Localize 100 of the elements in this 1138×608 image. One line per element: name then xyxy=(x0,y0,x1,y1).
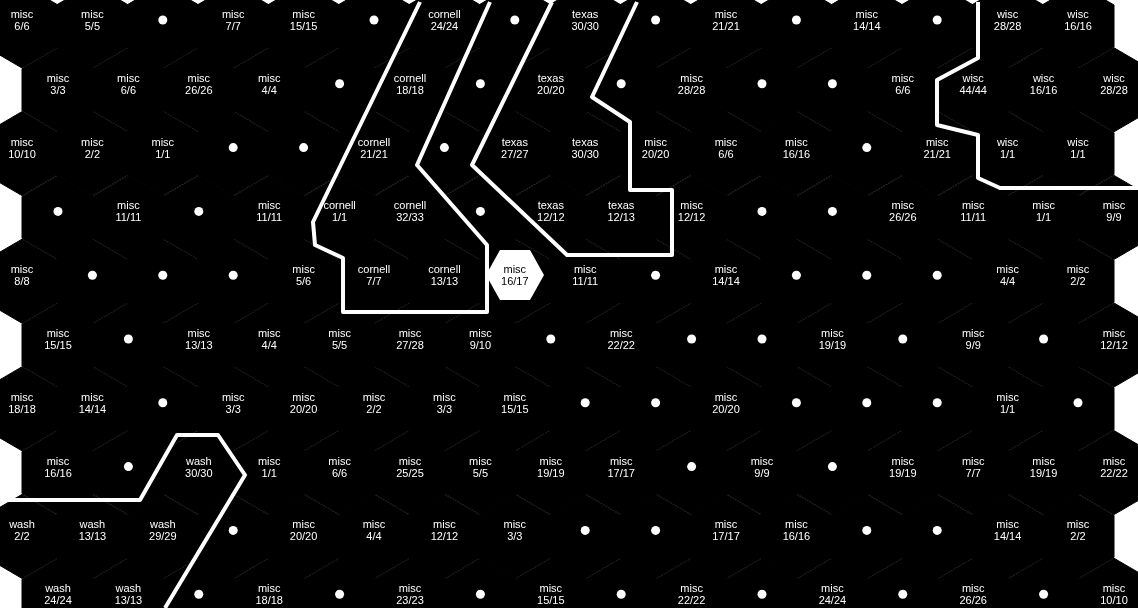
unit-label: texas 30/30 xyxy=(571,135,599,160)
unit-label: misc 23/23 xyxy=(396,582,424,607)
unit-label: wisc 1/1 xyxy=(996,135,1019,160)
unit-label: misc 22/22 xyxy=(607,327,635,351)
unit-label: misc 8/8 xyxy=(10,263,34,288)
unit-label: misc 4/4 xyxy=(257,327,281,351)
unit-label: misc 13/13 xyxy=(185,327,213,351)
unit-label: misc 17/17 xyxy=(712,518,740,543)
unit-label: misc 6/6 xyxy=(714,135,738,160)
unit-label: misc 5/5 xyxy=(81,8,104,32)
unit-label: misc 20/20 xyxy=(289,518,318,543)
unit-label: misc 2/2 xyxy=(81,135,104,160)
unit-label: misc 26/26 xyxy=(185,71,213,96)
unit-label: misc 18/18 xyxy=(8,390,36,415)
unit-label: wash 24/24 xyxy=(44,582,72,607)
unit-label: misc 24/24 xyxy=(818,582,847,607)
unit-label: texas 30/30 xyxy=(571,8,599,32)
unit-label: misc 11/11 xyxy=(960,199,987,224)
unit-label: misc 15/15 xyxy=(537,582,565,607)
unit-label: misc 14/14 xyxy=(993,518,1022,543)
unit-label: wisc 1/1 xyxy=(1067,135,1089,160)
unit-label: misc 3/3 xyxy=(433,390,456,415)
unit-label: texas 12/12 xyxy=(537,199,565,224)
unit-label: cornell 21/21 xyxy=(357,135,391,160)
unit-label: misc 12/12 xyxy=(677,199,706,224)
unit-label: wash 13/13 xyxy=(78,518,107,543)
unit-label: misc 15/15 xyxy=(44,327,72,351)
unit-label: misc 9/9 xyxy=(961,327,985,351)
unit-label: cornell 32/33 xyxy=(393,199,427,224)
unit-label: wisc 28/28 xyxy=(993,8,1022,32)
unit-label: misc 1/1 xyxy=(257,454,281,479)
unit-label: misc 10/10 xyxy=(8,135,36,160)
unit-label: misc 11/11 xyxy=(115,199,142,224)
unit-label: misc 16/17 xyxy=(501,263,529,288)
unit-label: wisc 28/28 xyxy=(1100,71,1128,96)
unit-label: misc 6/6 xyxy=(10,8,34,32)
unit-label: misc 11/11 xyxy=(572,263,599,288)
unit-label: misc 9/10 xyxy=(469,327,492,351)
unit-label: misc 25/25 xyxy=(396,454,424,479)
unit-label: misc 3/3 xyxy=(221,390,245,415)
unit-label: misc 20/20 xyxy=(641,135,670,160)
unit-label: misc 19/19 xyxy=(1029,454,1058,479)
unit-label: misc 16/16 xyxy=(782,518,811,543)
unit-label: misc 6/6 xyxy=(117,71,140,96)
unit-label: texas 12/13 xyxy=(607,199,635,224)
unit-label: misc 4/4 xyxy=(362,518,386,543)
unit-label: wisc 16/16 xyxy=(1029,71,1058,96)
unit-label: misc 26/26 xyxy=(959,582,987,607)
unit-label: misc 21/21 xyxy=(923,135,951,160)
unit-label: misc 2/2 xyxy=(362,390,386,415)
unit-label: wash 2/2 xyxy=(9,518,35,543)
unit-label: misc 9/9 xyxy=(1102,199,1126,224)
unit-label: misc 9/9 xyxy=(750,454,774,479)
unit-label: misc 21/21 xyxy=(712,8,740,32)
unit-label: misc 19/19 xyxy=(889,454,917,479)
unit-label: misc 20/20 xyxy=(289,390,318,415)
unit-label: wash 30/30 xyxy=(185,454,213,479)
unit-label: misc 10/10 xyxy=(1100,582,1128,607)
unit-label: misc 27/28 xyxy=(396,327,424,351)
unit-label: misc 6/6 xyxy=(328,454,351,479)
unit-label: misc 22/22 xyxy=(1100,454,1128,479)
unit-label: wash 13/13 xyxy=(114,582,143,607)
unit-label: misc 5/5 xyxy=(469,454,492,479)
unit-label: misc 15/15 xyxy=(501,390,529,415)
unit-label: cornell 1/1 xyxy=(323,199,356,224)
unit-label: cornell 24/24 xyxy=(428,8,461,32)
unit-label: misc 19/19 xyxy=(537,454,565,479)
unit-label: misc 1/1 xyxy=(996,390,1019,415)
unit-label: misc 14/14 xyxy=(78,390,107,415)
unit-label: misc 14/14 xyxy=(853,8,881,32)
unit-label: wash 29/29 xyxy=(149,518,177,543)
unit-label: misc 16/16 xyxy=(782,135,811,160)
unit-label: misc 18/18 xyxy=(255,582,283,607)
unit-label: misc 7/7 xyxy=(221,8,245,32)
unit-label: misc 12/12 xyxy=(430,518,459,543)
unit-label: misc 3/3 xyxy=(503,518,527,543)
unit-label: misc 20/20 xyxy=(712,390,740,415)
unit-label: misc 17/17 xyxy=(607,454,635,479)
unit-label: misc 16/16 xyxy=(44,454,72,479)
unit-label: misc 6/6 xyxy=(891,71,915,96)
unit-label: cornell 18/18 xyxy=(393,71,427,96)
unit-label: misc 5/5 xyxy=(328,327,351,351)
unit-label: cornell 7/7 xyxy=(357,263,391,288)
unit-label: misc 22/22 xyxy=(677,582,706,607)
unit-label: misc 15/15 xyxy=(289,8,318,32)
unit-label: misc 1/1 xyxy=(151,135,175,160)
unit-label: misc 11/11 xyxy=(256,199,283,224)
unit-label: wisc 16/16 xyxy=(1064,8,1092,32)
unit-label: misc 7/7 xyxy=(961,454,985,479)
unit-label: misc 19/19 xyxy=(818,327,847,351)
unit-label: misc 3/3 xyxy=(46,71,70,96)
unit-label: misc 26/26 xyxy=(889,199,917,224)
unit-label: wisc 44/44 xyxy=(959,71,987,96)
unit-label: misc 5/6 xyxy=(292,263,315,288)
unit-label: texas 20/20 xyxy=(537,71,565,96)
unit-label: misc 4/4 xyxy=(996,263,1019,288)
unit-label: misc 4/4 xyxy=(257,71,281,96)
unit-label: misc 12/12 xyxy=(1100,327,1128,351)
unit-label: misc 14/14 xyxy=(712,263,740,288)
unit-label: misc 28/28 xyxy=(677,71,706,96)
